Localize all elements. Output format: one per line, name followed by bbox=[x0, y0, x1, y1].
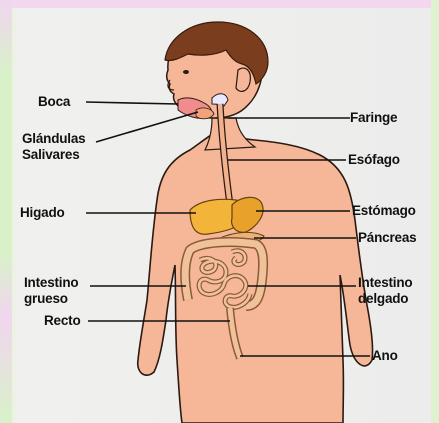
body-silhouette bbox=[138, 125, 373, 423]
label-boca: Boca bbox=[38, 94, 70, 109]
leader-glandulas bbox=[96, 112, 198, 142]
label-estomago: Estómago bbox=[352, 203, 432, 218]
label-intestino-delgado-line1: Intestino bbox=[358, 275, 412, 290]
label-higado: Higado bbox=[20, 205, 65, 220]
label-ano: Ano bbox=[372, 348, 398, 363]
label-recto: Recto bbox=[44, 313, 81, 328]
label-intestino-delgado-line2: delgado bbox=[358, 291, 408, 306]
label-esofago: Esófago bbox=[348, 152, 400, 167]
label-intestino-grueso-line2: grueso bbox=[24, 291, 68, 306]
label-glandulas-line2: Salivares bbox=[22, 147, 80, 162]
label-intestino-grueso-line1: Intestino bbox=[24, 275, 78, 290]
eye bbox=[183, 70, 189, 74]
ear bbox=[236, 68, 250, 91]
label-pancreas: Páncreas bbox=[358, 230, 432, 245]
label-faringe: Faringe bbox=[350, 110, 397, 125]
neck bbox=[205, 118, 255, 150]
label-glandulas-line1: Glándulas bbox=[22, 131, 85, 146]
leader-boca bbox=[86, 102, 178, 104]
